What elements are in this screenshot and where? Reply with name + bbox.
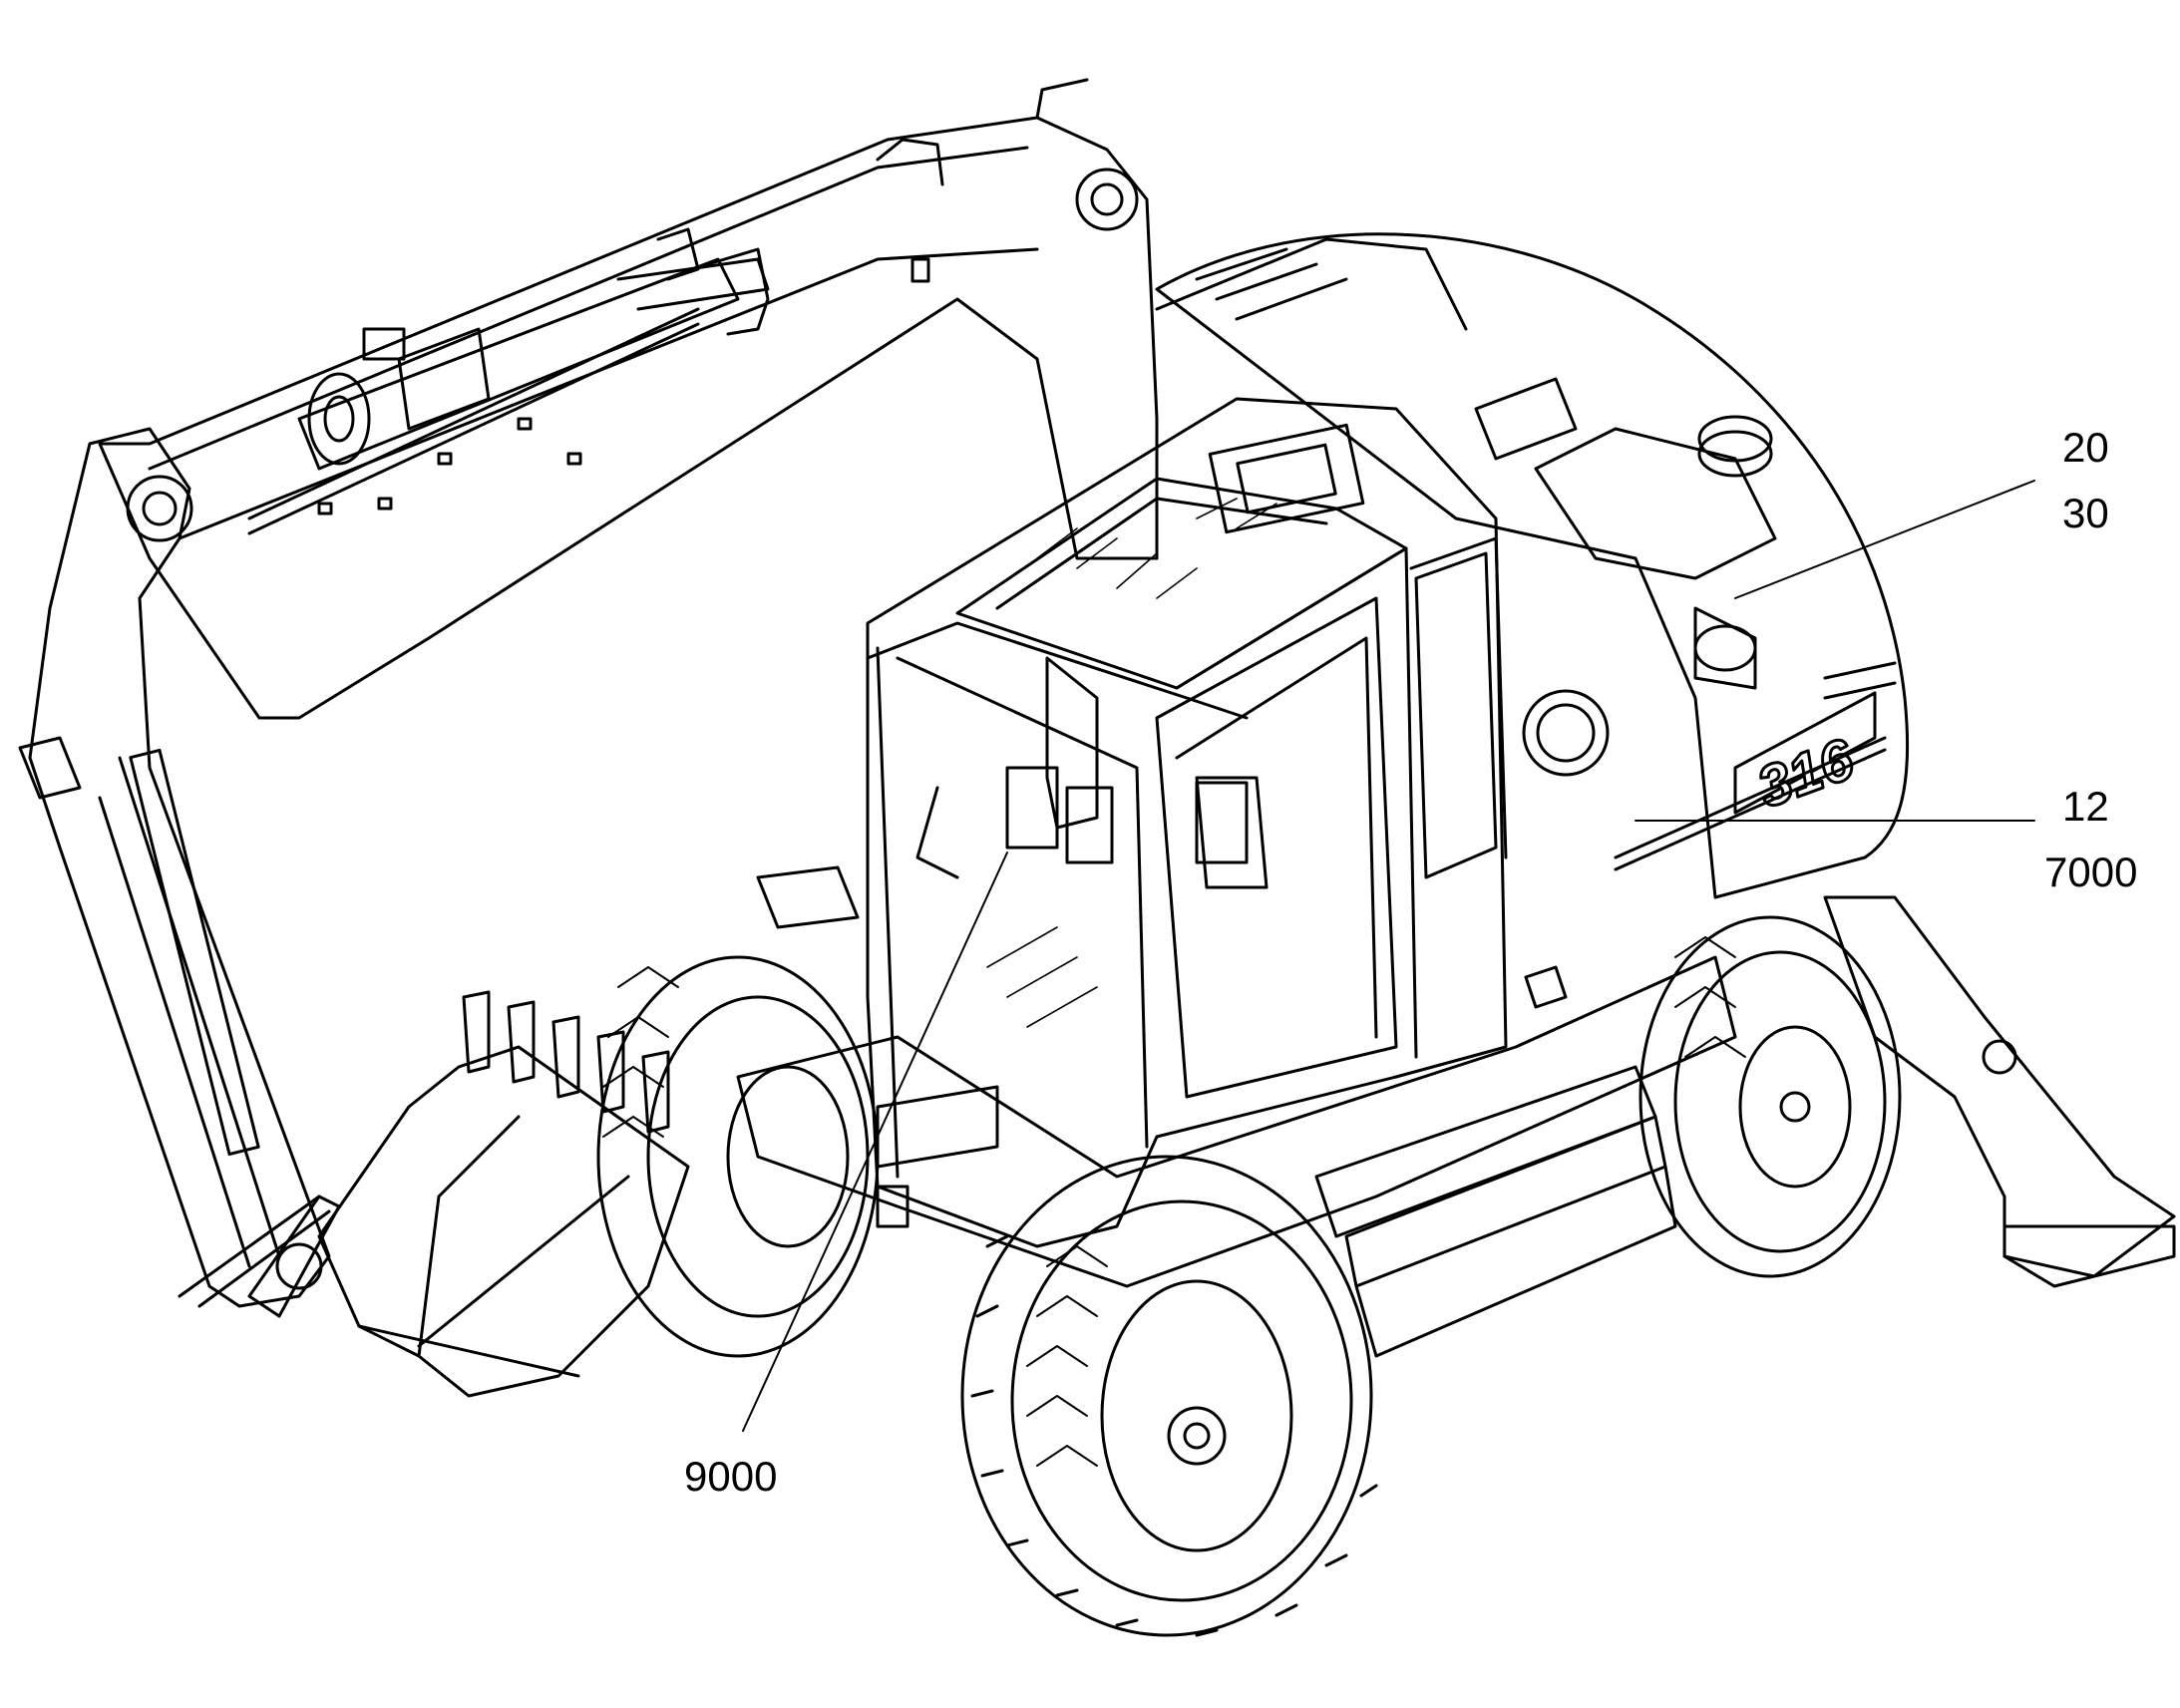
upper-structure bbox=[1155, 232, 1910, 899]
cab-window-hatch bbox=[986, 498, 1277, 1028]
leader-line-20-30 bbox=[1734, 480, 2035, 599]
wheel-front-right bbox=[960, 1155, 1378, 1637]
boom bbox=[98, 78, 1159, 720]
boom-cylinder bbox=[247, 227, 770, 535]
model-badge: 316 bbox=[1614, 691, 1887, 871]
chassis bbox=[736, 865, 1737, 1358]
cab bbox=[866, 397, 1508, 1248]
callout-label-30: 30 bbox=[2062, 490, 2109, 536]
callout-label-7000: 7000 bbox=[2044, 849, 2138, 895]
leader-line-9000 bbox=[742, 852, 1008, 1432]
cab-details bbox=[1065, 689, 1610, 1009]
callout-label-9000: 9000 bbox=[684, 1453, 778, 1500]
callout-label-12: 12 bbox=[2062, 783, 2109, 830]
leader-lines bbox=[742, 480, 2035, 1432]
stick bbox=[18, 427, 331, 1308]
tire-treads bbox=[602, 936, 1746, 1467]
outrigger bbox=[1823, 895, 2176, 1288]
wheel-rear-right bbox=[1638, 915, 1902, 1278]
callout-label-20: 20 bbox=[2062, 424, 2109, 471]
